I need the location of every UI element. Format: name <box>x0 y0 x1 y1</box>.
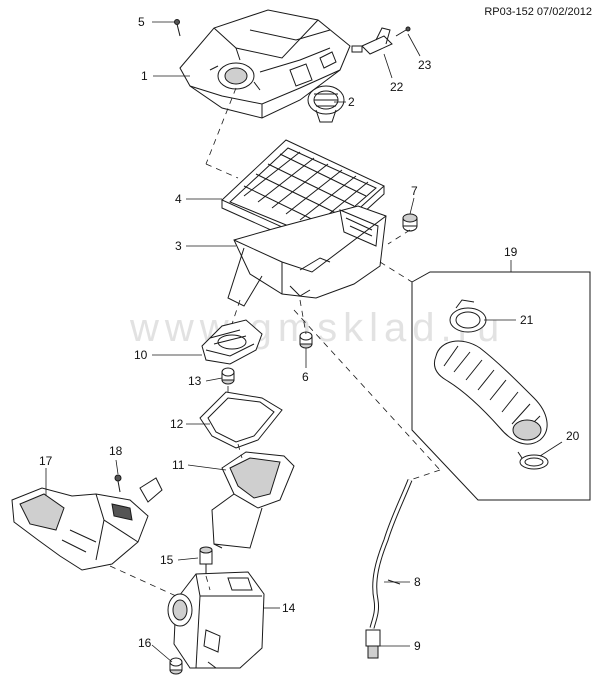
watermark-text: www.gmsklad.ru <box>130 306 506 350</box>
reference-code: RP03-152 07/02/2012 <box>484 6 592 18</box>
callout-4: 4 <box>175 192 182 206</box>
callout-6: 6 <box>302 370 309 384</box>
air-cleaner-cover <box>179 9 351 119</box>
clamp-2 <box>307 85 345 123</box>
callout-1: 1 <box>141 69 148 83</box>
callout-20: 20 <box>566 429 580 443</box>
hose-assembly-frame <box>411 271 591 501</box>
callout-18: 18 <box>109 444 123 458</box>
callout-12: 12 <box>170 417 184 431</box>
callout-2: 2 <box>348 95 355 109</box>
callout-17: 17 <box>39 454 53 468</box>
grommet-13 <box>221 367 235 385</box>
duct-10 <box>201 319 263 365</box>
alignment-lines <box>109 87 441 597</box>
callout-8: 8 <box>414 575 421 589</box>
callout-22: 22 <box>390 80 404 94</box>
fitting-15 <box>199 546 213 576</box>
callout-15: 15 <box>160 553 174 567</box>
resonator-duct-11 <box>211 451 295 549</box>
callout-9: 9 <box>414 639 421 653</box>
callout-21: 21 <box>520 313 534 327</box>
callout-11: 11 <box>172 458 185 472</box>
resonator-14 <box>167 571 265 669</box>
leader-lines <box>45 21 563 663</box>
clamp-20 <box>517 451 549 470</box>
gasket-12 <box>199 391 283 449</box>
callout-13: 13 <box>188 374 202 388</box>
vent-hose-8 <box>369 479 413 629</box>
mount-6 <box>299 331 313 349</box>
grommet-16 <box>169 657 183 675</box>
connector-9 <box>365 629 381 659</box>
callout-14: 14 <box>282 601 296 615</box>
bolt-18 <box>114 474 122 493</box>
screw-23 <box>395 26 411 37</box>
callout-23: 23 <box>418 58 432 72</box>
callout-16: 16 <box>138 636 152 650</box>
clamp-21 <box>449 299 487 333</box>
air-cleaner-housing <box>227 205 387 307</box>
sensor-22 <box>351 27 393 55</box>
callout-3: 3 <box>175 239 182 253</box>
callout-7: 7 <box>411 184 418 198</box>
callout-5: 5 <box>138 15 145 29</box>
screw-5 <box>174 19 181 37</box>
air-hose-19 <box>433 340 548 445</box>
callout-10: 10 <box>134 348 148 362</box>
grommet-7 <box>402 213 418 232</box>
callout-19: 19 <box>504 245 518 259</box>
inlet-duct-17 <box>11 477 163 571</box>
